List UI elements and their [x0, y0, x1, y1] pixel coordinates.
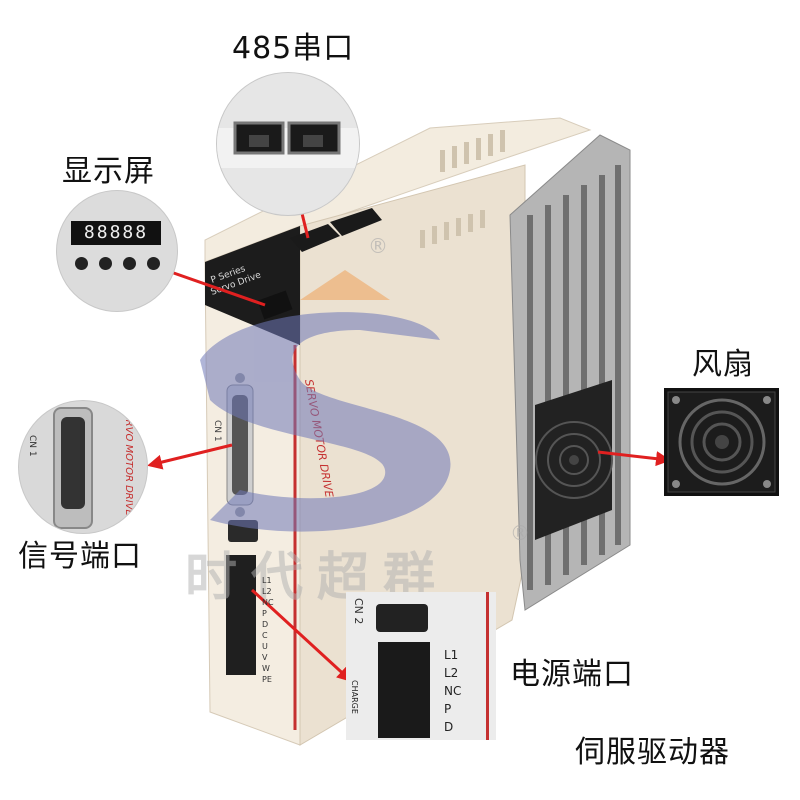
arrow-signal: [147, 443, 233, 470]
power-cn2-label: CN 2: [352, 598, 365, 625]
display-digits: 88888: [83, 222, 149, 243]
terminal-nc: NC: [444, 684, 462, 698]
inset-display: 88888: [56, 190, 178, 312]
label-display: 显示屏: [62, 154, 155, 189]
drive-terminal-v: V: [262, 653, 268, 662]
display-button: [123, 257, 136, 270]
fan-image: [667, 391, 776, 493]
drive-display: [257, 290, 293, 320]
display-button: [99, 257, 112, 270]
display-screen: 88888: [71, 221, 161, 245]
watermark-reg-2: ®: [510, 521, 530, 545]
db-connector-image: [53, 407, 93, 529]
label-power-port: 电源端口: [510, 657, 634, 692]
signal-side-text: SERVO MOTOR DRIVE: [123, 407, 134, 516]
drive-terminal-d: D: [262, 620, 269, 629]
label-signal-port: 信号端口: [18, 539, 142, 574]
caption: 伺服驱动器: [575, 735, 730, 770]
terminal-d: D: [444, 720, 454, 734]
power-red-stripe: [486, 592, 489, 740]
arrow-power: [250, 588, 353, 683]
charge-label: CHARGE: [350, 680, 359, 714]
inset-signal-port: CN 1 SERVO MOTOR DRIVE: [18, 400, 148, 534]
watermark-reg-1: ®: [368, 234, 388, 258]
top-vents: [420, 130, 505, 248]
drive-terminal-c: C: [262, 631, 268, 640]
signal-cn1-label: CN 1: [27, 435, 37, 457]
label-fan: 风扇: [692, 347, 754, 382]
inset-rs485: [216, 72, 360, 216]
terminal-l2: L2: [444, 666, 459, 680]
label-rs485: 485串口: [232, 31, 355, 66]
drive-terminal-labels: L1 L2 NC P D C U V W PE: [262, 575, 274, 685]
drive-terminal-nc: NC: [262, 598, 274, 607]
drive-terminal-pe: PE: [262, 675, 272, 684]
drive-terminal-l2: L2: [262, 587, 272, 596]
cn1-label: CN 1: [212, 420, 222, 442]
rs485-ports-image: [217, 121, 359, 168]
power-terminal-labels: L1 L2 NC P D: [444, 646, 461, 736]
front-label-plate: [205, 226, 300, 345]
display-buttons: [75, 257, 165, 275]
cn2-port-image: [376, 604, 428, 632]
top-rs485-ports: [290, 208, 382, 252]
drive-terminal-l1: L1: [262, 576, 272, 585]
fan-on-drive: [535, 380, 613, 540]
power-terminal-image: [378, 642, 430, 738]
inset-fan: [664, 388, 779, 496]
watermark-logo: [200, 270, 451, 532]
display-button: [147, 257, 160, 270]
arrow-fan: [597, 450, 671, 467]
drive-terminal-p: P: [262, 609, 267, 618]
drive-terminal-u: U: [262, 642, 268, 651]
drive-terminal-w: W: [262, 664, 270, 673]
terminal-p: P: [444, 702, 452, 716]
terminal-l1: L1: [444, 648, 459, 662]
display-button: [75, 257, 88, 270]
terminal-block: [226, 555, 256, 675]
inset-power-port: CN 2 L1 L2 NC P D CHARGE: [346, 592, 496, 740]
